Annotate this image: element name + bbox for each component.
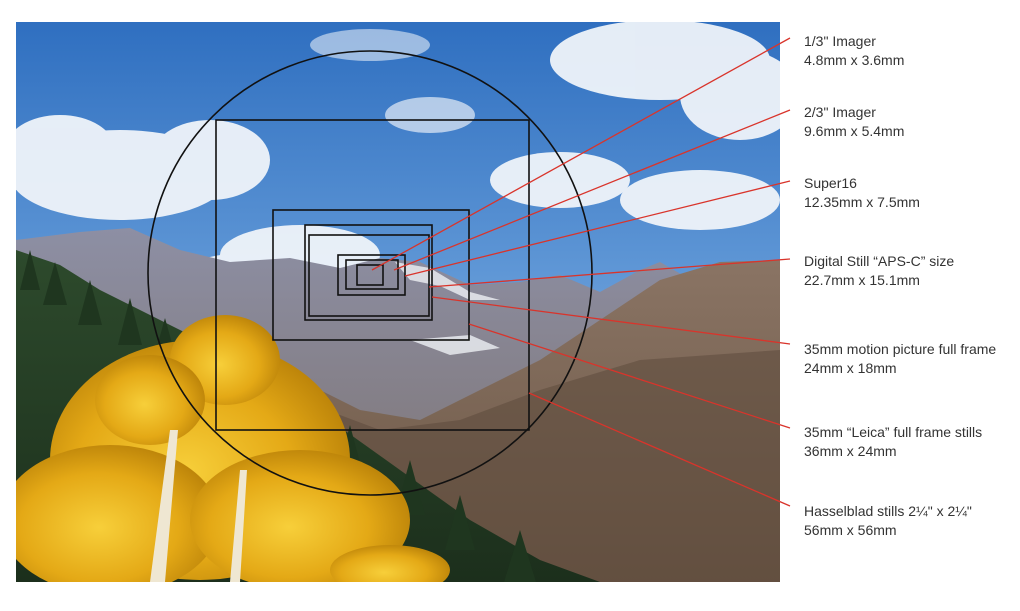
format-name: Digital Still “APS-C” size [804,253,955,269]
leader-lines [371,37,791,507]
format-name: 35mm motion picture full frame [804,341,997,357]
frame-35mm-motion [304,224,433,321]
label-1-3-imager: 1/3" Imager 4.8mm x 3.6mm [804,32,1016,70]
label-hasselblad: Hasselblad stills 2¼" x 2¼" 56mm x 56mm [804,502,1016,540]
frame-super16 [337,254,406,296]
leader-super16 [404,180,791,277]
frame-2-3-imager [345,259,399,290]
leader-35mm-motion [431,296,791,345]
frame-hasselblad [215,119,530,431]
format-dimensions: 56mm x 56mm [804,522,897,538]
leader-aps-c [428,258,791,288]
format-dimensions: 12.35mm x 7.5mm [804,194,920,210]
leader-hasselblad [528,392,791,507]
label-leica: 35mm “Leica” full frame stills 36mm x 24… [804,423,1016,461]
aspen-tree [16,315,450,582]
frame-leica-35mm [272,209,470,341]
format-dimensions: 4.8mm x 3.6mm [804,52,905,68]
mountain-photo [16,22,780,582]
label-35mm-motion: 35mm motion picture full frame 24mm x 18… [804,340,1016,378]
format-name: Hasselblad stills 2¼" x 2¼" [804,503,972,519]
leader-1-3-imager [371,37,791,271]
frame-aps-c [308,234,430,317]
format-name: 2/3" Imager [804,104,876,120]
format-dimensions: 36mm x 24mm [804,443,897,459]
format-name: 35mm “Leica” full frame stills [804,424,983,440]
label-2-3-imager: 2/3" Imager 9.6mm x 5.4mm [804,103,1016,141]
format-dimensions: 24mm x 18mm [804,360,897,376]
image-circle [147,50,593,496]
label-aps-c: Digital Still “APS-C” size 22.7mm x 15.1… [804,252,1016,290]
leader-leica [468,323,791,429]
format-dimensions: 9.6mm x 5.4mm [804,123,905,139]
leader-2-3-imager [393,109,791,271]
format-name: 1/3" Imager [804,33,876,49]
format-dimensions: 22.7mm x 15.1mm [804,272,920,288]
format-name: Super16 [804,175,857,191]
format-frames [147,50,593,496]
frame-1-3-imager [356,264,384,286]
label-super16: Super16 12.35mm x 7.5mm [804,174,1016,212]
